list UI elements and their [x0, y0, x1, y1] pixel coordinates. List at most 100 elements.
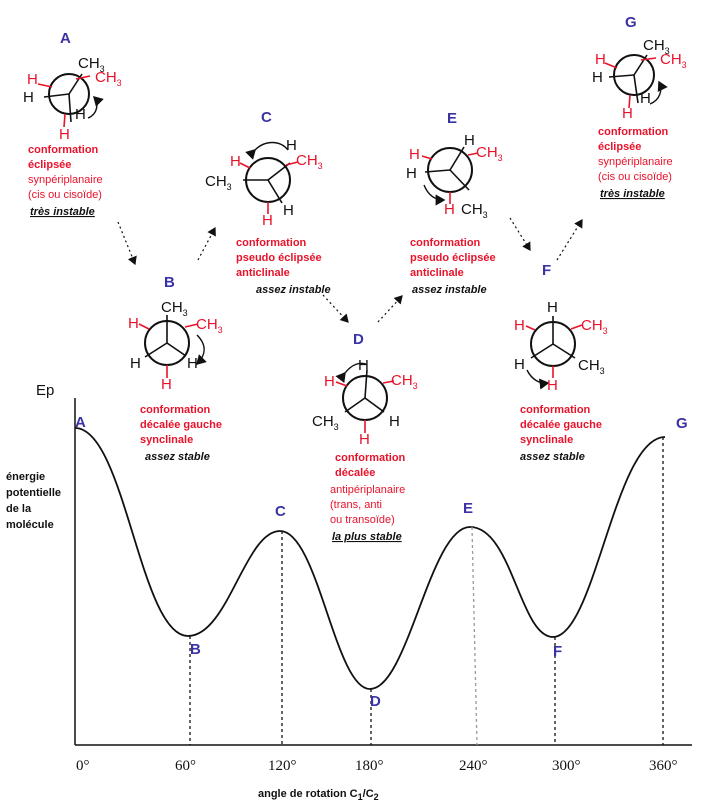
b-stability-note: assez stable [145, 451, 210, 463]
f-ch3-red: CH3 [581, 317, 608, 336]
f-h-red-bottom: H [547, 377, 558, 394]
conformation-d: D CH3 CH3 H H H H conformation décalée a… [312, 331, 418, 543]
g-stability-note: très instable [600, 188, 665, 200]
x-tick-120: 120° [268, 758, 297, 774]
y-axis-title: Ep [36, 382, 54, 399]
x-tick-60: 60° [175, 758, 196, 774]
curve-label-b: B [190, 641, 201, 658]
a-h-red-left: H [27, 71, 38, 88]
e-h-red-left: H [409, 146, 420, 163]
arrow-e-to-f [509, 217, 531, 252]
conformation-a: A CH3 CH3 H H H H conformation éclipsée … [23, 30, 122, 218]
a-ch3-top: CH3 [78, 55, 105, 74]
x-tick-360: 360° [649, 758, 678, 774]
e-ch3-black: CH3 [461, 201, 488, 220]
conformation-g: G CH3 CH3 H H H H conformation éclipsée … [592, 14, 687, 200]
e-h-black-left: H [406, 165, 417, 182]
conformation-e: E CH3 CH3 H H H H conformation pseudo éc… [406, 110, 503, 296]
x-tick-labels: 0° 60° 120° 180° 240° 300° 360° [76, 758, 678, 774]
a-h-red-bottom: H [59, 126, 70, 143]
x-tick-300: 300° [552, 758, 581, 774]
c-h-red-bottom: H [262, 212, 273, 229]
c-ch3-red: CH3 [296, 152, 323, 171]
x-tick-180: 180° [355, 758, 384, 774]
d-h-red-bottom: H [359, 431, 370, 448]
curve-label-e: E [463, 500, 473, 517]
c-description: conformation pseudo éclipsée anticlinale [236, 237, 325, 279]
e-ch3-red: CH3 [476, 144, 503, 163]
x-axis-title: angle de rotation C1/C2 [258, 788, 379, 802]
conformation-d-label: D [353, 331, 364, 348]
g-h-red-left: H [595, 51, 606, 68]
conformation-b-label: B [164, 274, 175, 291]
projection-lines [189, 437, 664, 746]
f-description: conformation décalée gauche synclinale [520, 404, 605, 446]
c-h-black-bottom: H [283, 202, 294, 219]
b-h-black-left: H [130, 355, 141, 372]
projection-e [471, 526, 478, 746]
curve-label-f: F [553, 643, 562, 660]
curve-label-g: G [676, 415, 688, 432]
f-h-black-top: H [547, 299, 558, 316]
curve-label-a: A [75, 414, 86, 431]
newman-projection-d [335, 362, 395, 433]
curve-label-d: D [370, 693, 381, 710]
newman-projection-e [421, 146, 479, 206]
conformation-c-label: C [261, 109, 272, 126]
b-ch3-top: CH3 [161, 299, 188, 318]
d-h-black-top: H [358, 357, 369, 374]
d-ch3-black: CH3 [312, 413, 339, 432]
a-ch3-red: CH3 [95, 69, 122, 88]
arrow-a-to-b [117, 221, 137, 266]
x-tick-0: 0° [76, 758, 90, 774]
c-ch3-black: CH3 [205, 173, 232, 192]
b-h-black-right: H [187, 355, 198, 372]
a-stability-note: très instable [30, 206, 95, 218]
conformation-g-label: G [625, 14, 637, 31]
a-h-black-left: H [23, 89, 34, 106]
newman-projection-b [138, 315, 207, 378]
a-h-black-bottom: H [75, 106, 86, 123]
b-description: conformation décalée gauche synclinale [140, 404, 225, 446]
arrow-b-to-c [197, 226, 216, 261]
f-h-black-left: H [514, 356, 525, 373]
f-ch3-black: CH3 [578, 357, 605, 376]
conformation-a-label: A [60, 30, 71, 47]
e-h-black-top: H [464, 132, 475, 149]
g-h-black-bottom: H [640, 90, 651, 107]
x-tick-240: 240° [459, 758, 488, 774]
d-h-black-right: H [389, 413, 400, 430]
e-stability-note: assez instable [412, 284, 487, 296]
curve-label-c: C [275, 503, 286, 520]
a-description: conformation éclipsée synpériplanaire (c… [28, 144, 106, 201]
y-axis-desc: énergie potentielle de la molécule [6, 471, 64, 531]
e-description: conformation pseudo éclipsée anticlinale [410, 237, 499, 279]
c-stability-note: assez instable [256, 284, 331, 296]
g-ch3-red: CH3 [660, 51, 687, 70]
b-ch3-red: CH3 [196, 316, 223, 335]
f-h-red-left: H [514, 317, 525, 334]
d-ch3-red: CH3 [391, 372, 418, 391]
conformation-e-label: E [447, 110, 457, 127]
b-h-red-bottom: H [161, 376, 172, 393]
conformation-f-label: F [542, 262, 551, 279]
newman-projection-f [525, 316, 583, 390]
arrow-f-to-g [556, 218, 583, 261]
arrow-c-to-d [322, 294, 349, 323]
conformation-c: C CH3 CH3 H H H H conformation pseudo éc… [205, 109, 331, 296]
g-h-red-bottom: H [622, 105, 633, 122]
newman-projection-g [604, 54, 668, 109]
transition-arrows [117, 217, 583, 323]
conformation-f: F CH3 CH3 H H H H conformation décalée g… [514, 262, 608, 463]
arrow-d-to-e [377, 295, 403, 323]
conformation-b: B CH3 CH3 H H H H conformation décalée g… [128, 274, 225, 463]
axes: Ep énergie potentielle de la molécule 0°… [6, 382, 692, 802]
d-h-red-left: H [324, 373, 335, 390]
g-h-black-left: H [592, 69, 603, 86]
g-description: conformation éclipsée synpériplanaire (c… [598, 126, 676, 183]
e-h-red-bottom: H [444, 201, 455, 218]
c-h-red-left: H [230, 153, 241, 170]
d-description: conformation décalée antipériplanaire (t… [330, 452, 408, 526]
f-stability-note: assez stable [520, 451, 585, 463]
d-stability-note: la plus stable [332, 531, 402, 543]
